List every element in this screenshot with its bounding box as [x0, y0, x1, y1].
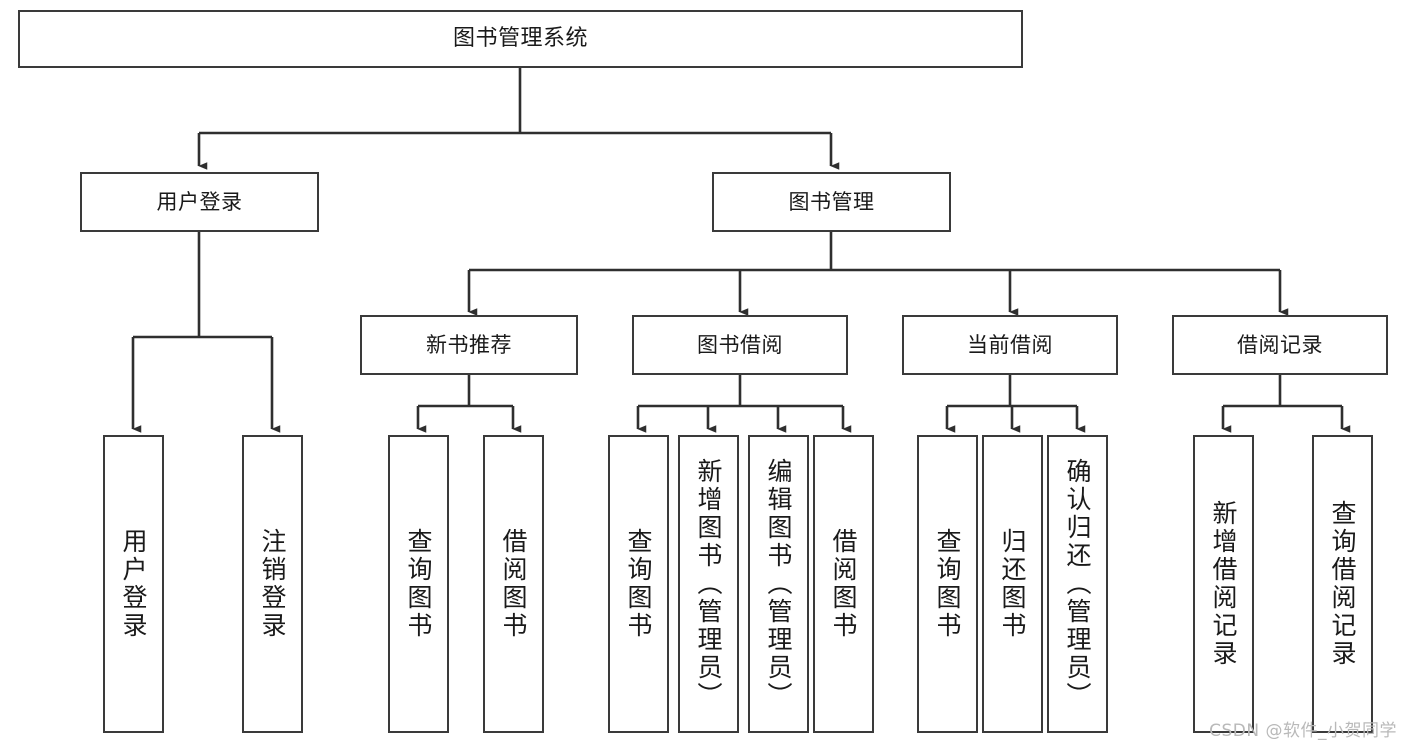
- node-leaf-return-book-label: 归还图书: [998, 528, 1027, 640]
- node-new-book-recommend-label: 新书推荐: [426, 332, 512, 357]
- node-new-book-recommend[interactable]: 新书推荐: [360, 315, 578, 375]
- node-book-manage-label: 图书管理: [788, 189, 875, 214]
- node-leaf-user-logout[interactable]: 注销登录: [242, 435, 303, 733]
- node-leaf-add-record-label: 新增借阅记录: [1209, 500, 1238, 668]
- node-leaf-query-book-3-label: 查询图书: [933, 528, 962, 640]
- node-leaf-confirm-return[interactable]: 确认归还（管理员）: [1047, 435, 1108, 733]
- node-leaf-query-book-1-label: 查询图书: [404, 528, 433, 640]
- node-book-manage[interactable]: 图书管理: [712, 172, 951, 232]
- node-leaf-confirm-return-label: 确认归还（管理员）: [1063, 458, 1092, 710]
- node-leaf-borrow-book-1[interactable]: 借阅图书: [483, 435, 544, 733]
- node-root-label: 图书管理系统: [452, 26, 588, 52]
- node-leaf-query-book-2[interactable]: 查询图书: [608, 435, 669, 733]
- node-leaf-user-login-label: 用户登录: [119, 528, 148, 640]
- node-leaf-borrow-book-1-label: 借阅图书: [499, 528, 528, 640]
- node-leaf-query-book-2-label: 查询图书: [624, 528, 653, 640]
- node-leaf-add-book-label: 新增图书（管理员）: [694, 458, 723, 710]
- node-leaf-query-record-label: 查询借阅记录: [1328, 500, 1357, 668]
- node-current-borrow[interactable]: 当前借阅: [902, 315, 1118, 375]
- node-leaf-borrow-book-2-label: 借阅图书: [829, 528, 858, 640]
- node-leaf-query-record[interactable]: 查询借阅记录: [1312, 435, 1373, 733]
- node-leaf-borrow-book-2[interactable]: 借阅图书: [813, 435, 874, 733]
- node-leaf-query-book-3[interactable]: 查询图书: [917, 435, 978, 733]
- node-leaf-query-book-1[interactable]: 查询图书: [388, 435, 449, 733]
- node-leaf-edit-book-label: 编辑图书（管理员）: [764, 458, 793, 710]
- node-leaf-edit-book[interactable]: 编辑图书（管理员）: [748, 435, 809, 733]
- node-user-login[interactable]: 用户登录: [80, 172, 319, 232]
- node-leaf-user-login[interactable]: 用户登录: [103, 435, 164, 733]
- node-book-borrow[interactable]: 图书借阅: [632, 315, 848, 375]
- node-user-login-label: 用户登录: [156, 189, 243, 214]
- node-current-borrow-label: 当前借阅: [967, 332, 1053, 357]
- node-borrow-record-label: 借阅记录: [1237, 332, 1323, 357]
- node-borrow-record[interactable]: 借阅记录: [1172, 315, 1388, 375]
- node-leaf-add-book[interactable]: 新增图书（管理员）: [678, 435, 739, 733]
- node-root[interactable]: 图书管理系统: [18, 10, 1023, 68]
- node-leaf-add-record[interactable]: 新增借阅记录: [1193, 435, 1254, 733]
- node-leaf-return-book[interactable]: 归还图书: [982, 435, 1043, 733]
- node-leaf-user-logout-label: 注销登录: [258, 528, 287, 640]
- node-book-borrow-label: 图书借阅: [697, 332, 783, 357]
